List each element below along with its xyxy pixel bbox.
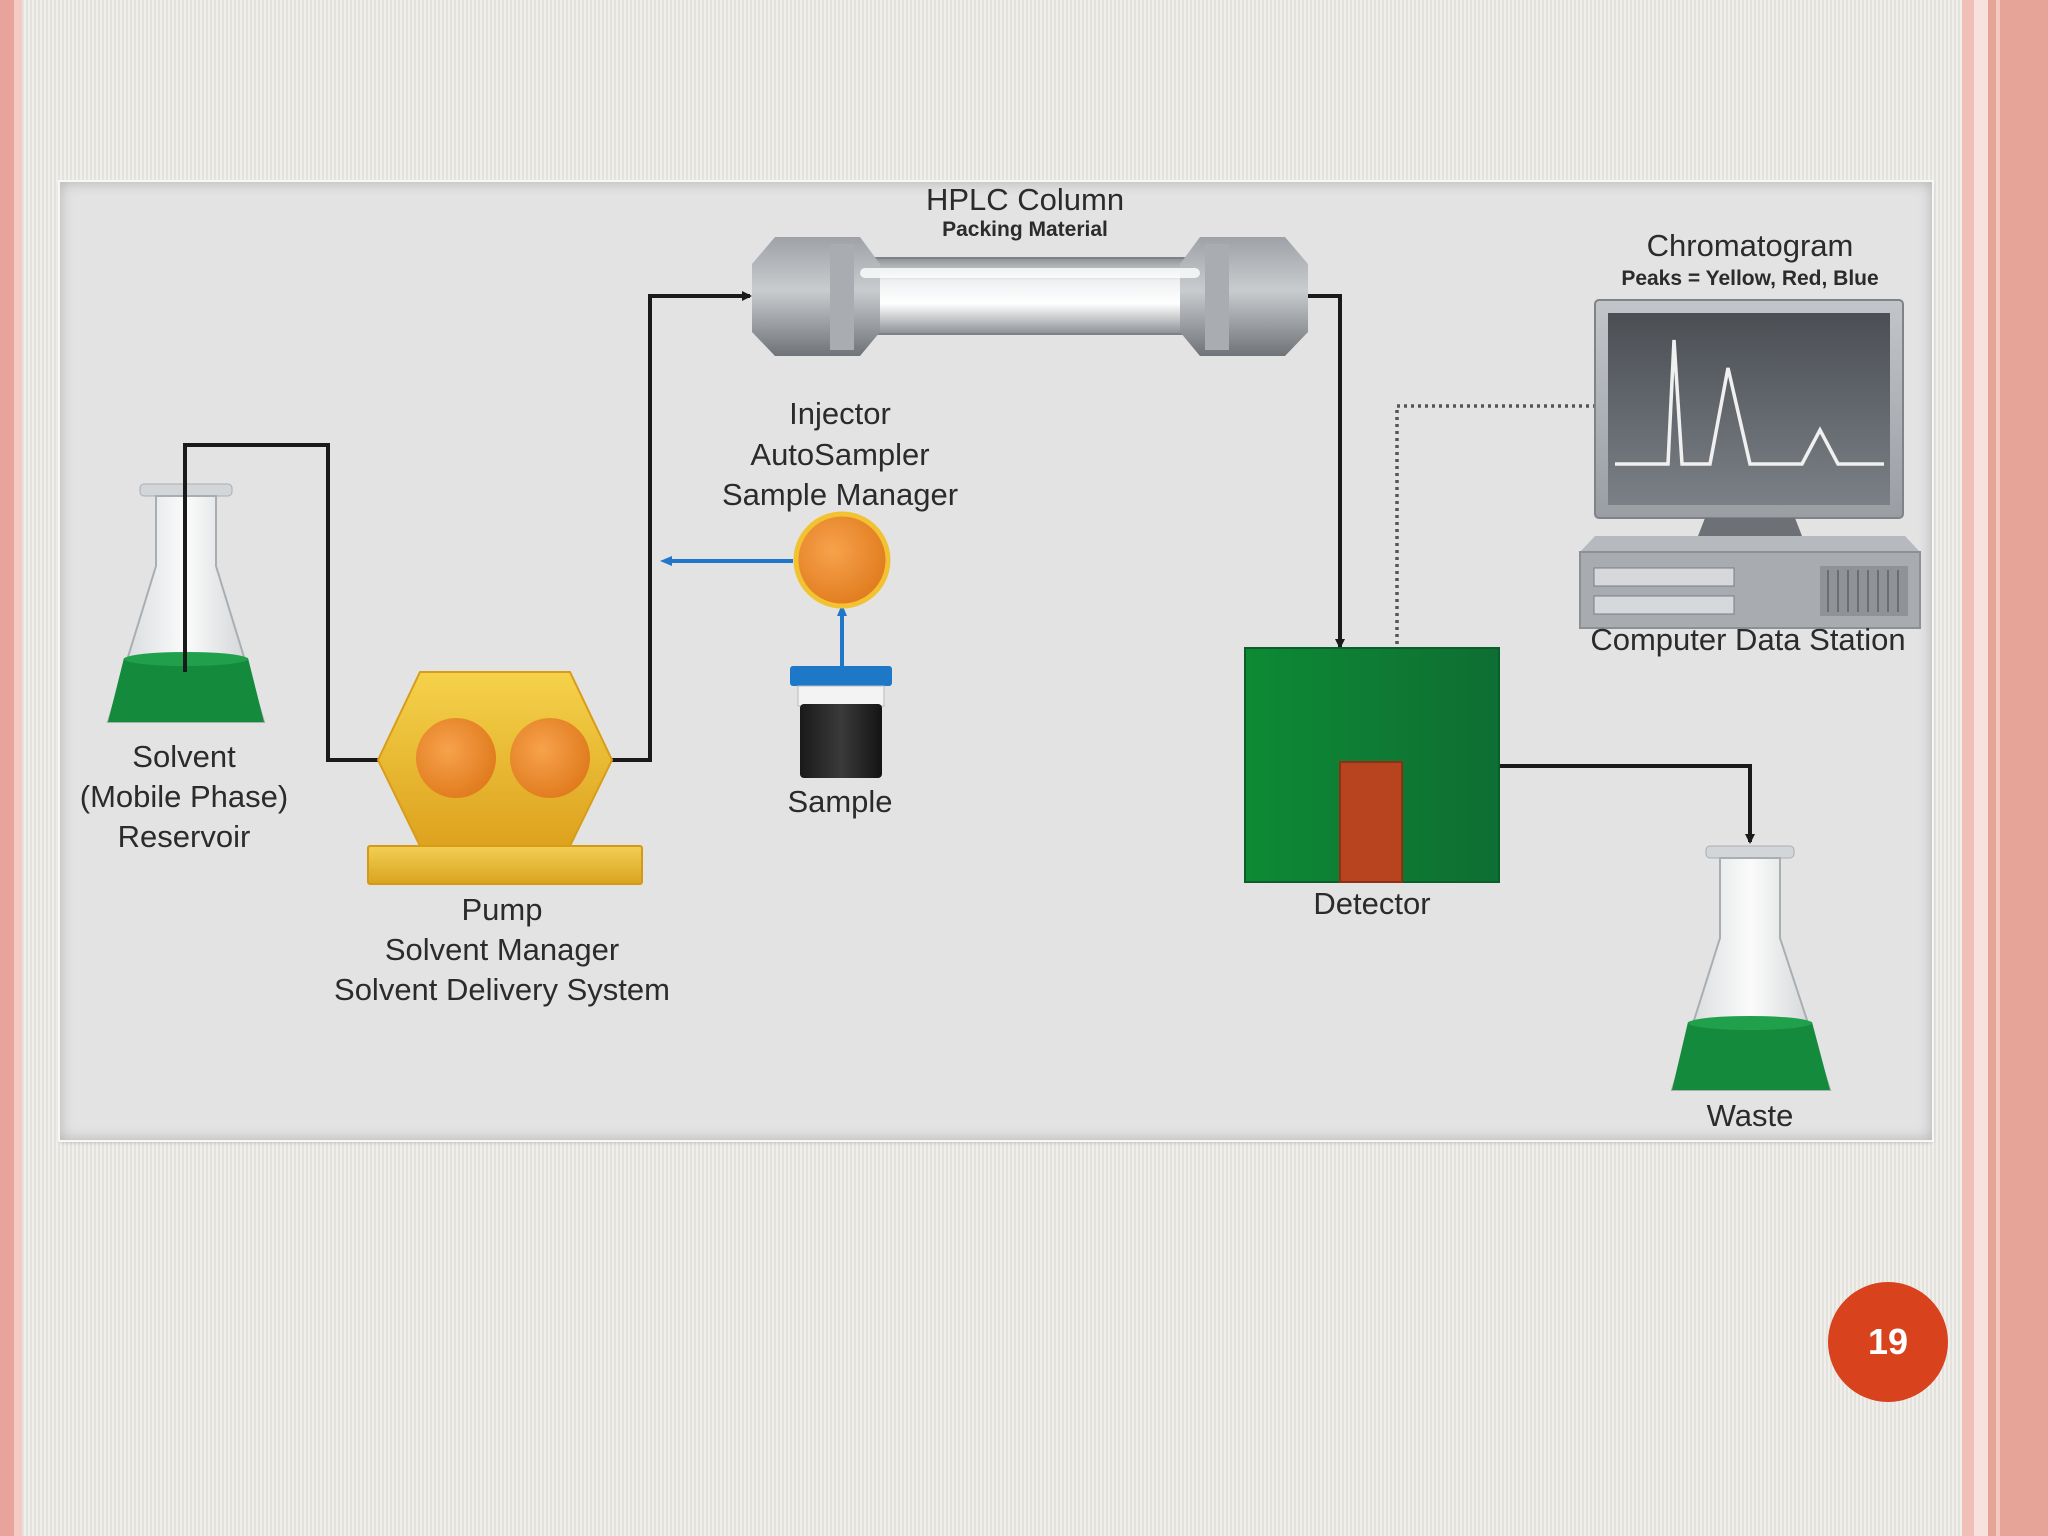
column-left-cap-inner [830, 244, 854, 350]
column-title: HPLC Column [926, 182, 1124, 217]
line-pump-to-column [612, 291, 752, 762]
chromatogram-trace [1615, 339, 1884, 466]
slide-number-badge: 19 [1828, 1282, 1948, 1402]
pump-label-line-2: Solvent Manager [385, 932, 619, 967]
chromatogram-subtitle: Peaks = Yellow, Red, Blue [1621, 267, 1878, 290]
pump [367, 671, 643, 885]
pump-label-line-3: Solvent Delivery System [334, 972, 670, 1007]
solvent-label-line-3: Reservoir [118, 819, 251, 854]
column-right-cap-inner [1205, 244, 1229, 350]
injector-label-line-2: AutoSampler [750, 437, 929, 472]
column-right-cap [1180, 237, 1308, 356]
sample-vial-cap [790, 666, 892, 686]
chromatogram-title: Chromatogram [1647, 228, 1854, 263]
left-border-stripe [0, 0, 14, 1536]
monitor-screen [1608, 313, 1890, 505]
right-border-stripe-light [1974, 0, 1988, 1536]
left-border-stripe-inner [14, 0, 22, 1536]
hplc-diagram-panel: HPLC Column Packing Material Chromatogra… [60, 182, 1932, 1140]
detector-label: Detector [1313, 886, 1430, 921]
right-border-band-highlight [1996, 0, 2000, 1536]
waste-flask [1670, 845, 1832, 1091]
waste-label: Waste [1707, 1098, 1794, 1133]
hplc-diagram: HPLC Column Packing Material Chromatogra… [80, 182, 1921, 1133]
column-subtitle: Packing Material [942, 218, 1108, 241]
pump-label-line-1: Pump [462, 892, 543, 927]
column-tube-highlight [860, 268, 1200, 278]
line-column-to-detector [1300, 294, 1345, 649]
injector-label-line-3: Sample Manager [722, 477, 958, 512]
solvent-label-line-1: Solvent [132, 739, 236, 774]
line-detector-to-waste [1497, 764, 1755, 844]
pump-head-left [416, 718, 496, 798]
detector [1244, 647, 1500, 883]
monitor-stand [1698, 518, 1802, 536]
case-vent [1820, 566, 1908, 616]
injector-label-line-1: Injector [789, 396, 891, 431]
waste-liquid-surface [1688, 1016, 1812, 1030]
computer-label: Computer Data Station [1590, 622, 1905, 657]
sample-vial [790, 666, 892, 778]
pump-base [367, 845, 643, 885]
case-vent-slots [1827, 570, 1899, 612]
sample-vial-body [800, 704, 882, 778]
waste-flask-liquid [1672, 1019, 1830, 1090]
sample-label: Sample [787, 784, 892, 819]
drive-bay-1 [1593, 567, 1735, 587]
column-left-cap [752, 237, 880, 356]
computer-case-top [1580, 536, 1920, 552]
pump-head-right [510, 718, 590, 798]
computer-data-station [1579, 299, 1921, 629]
solvent-label-line-2: (Mobile Phase) [80, 779, 288, 814]
sample-vial-neck [797, 685, 885, 707]
line-detector-to-computer [1395, 404, 1595, 644]
injector-valve [793, 511, 891, 609]
detector-flow-cell [1339, 761, 1403, 883]
hplc-column [752, 237, 1308, 356]
waste-flask-rim [1705, 845, 1795, 859]
drive-bay-2 [1593, 595, 1735, 615]
solvent-flask-liquid [108, 655, 264, 722]
right-border-stripe [1962, 0, 1974, 1536]
